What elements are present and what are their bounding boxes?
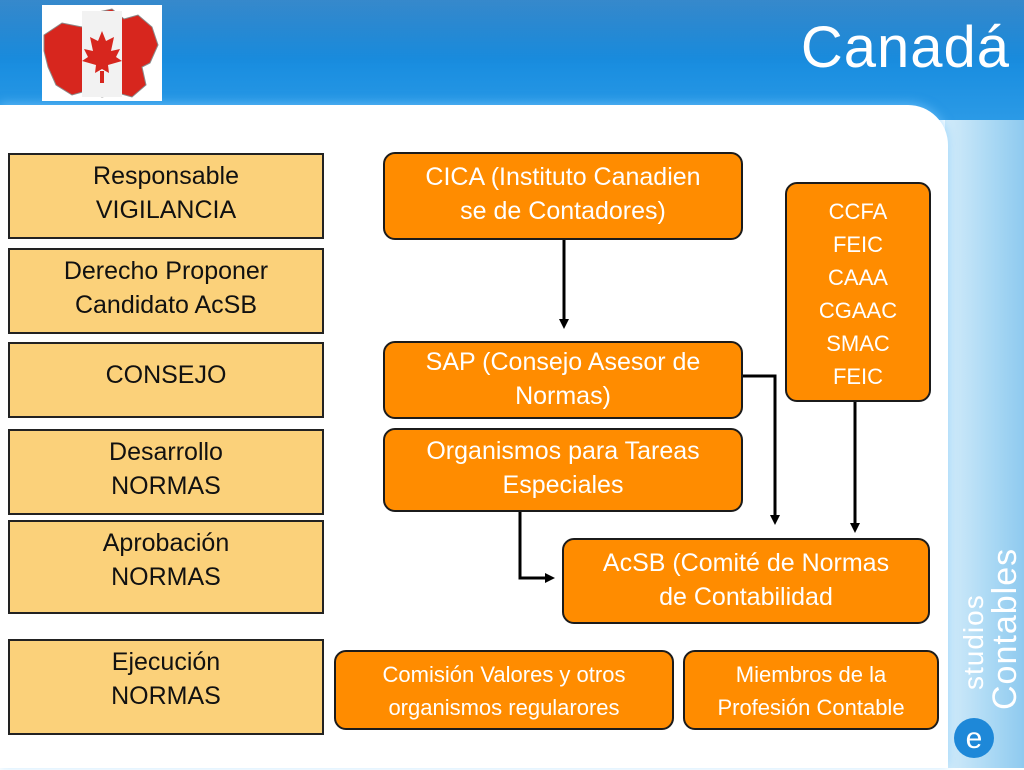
label-line: NORMAS: [111, 682, 221, 710]
org-miembros-profesion: Miembros de la Profesión Contable: [683, 650, 939, 730]
label-consejo: CONSEJO: [8, 342, 324, 418]
brand-e-icon: e: [954, 718, 994, 758]
brand-word-contables: Contables: [986, 547, 1024, 710]
group-item: CCFA: [828, 199, 888, 224]
group-item: FEIC: [832, 232, 884, 257]
org-line: Miembros de la: [735, 662, 887, 687]
flag-image: [42, 5, 162, 101]
group-item: FEIC: [832, 364, 884, 389]
org-line: Especiales: [502, 471, 624, 499]
label-line: CONSEJO: [105, 361, 227, 389]
org-sap: SAP (Consejo Asesor de Normas): [383, 341, 743, 419]
org-line: Normas): [515, 382, 611, 410]
org-line: AcSB (Comité de Normas: [602, 549, 890, 577]
arrow-sap-to-acsb: [743, 374, 780, 525]
label-line: NORMAS: [111, 563, 221, 591]
org-line: de Contabilidad: [659, 583, 833, 611]
group-item: SMAC: [826, 331, 890, 356]
label-line: Derecho Proponer: [63, 257, 269, 285]
label-line: Ejecución: [111, 648, 221, 676]
arrow-tareas-to-acsb: [518, 512, 555, 583]
header-shine: [0, 0, 1024, 60]
org-cica: CICA (Instituto Canadien se de Contadores…: [383, 152, 743, 240]
group-item: CAAA: [828, 265, 888, 290]
label-line: Candidato AcSB: [74, 291, 258, 319]
canada-flag-map-icon: [43, 8, 159, 98]
label-line: Responsable: [93, 162, 239, 190]
org-line: organismos regularores: [388, 695, 620, 720]
org-line: CICA (Instituto Canadien: [425, 163, 701, 191]
org-acsb: AcSB (Comité de Normas de Contabilidad: [562, 538, 930, 624]
org-groups-list: CCFA FEIC CAAA CGAAC SMAC FEIC: [785, 182, 931, 402]
right-rail: [945, 120, 1024, 768]
group-item: CGAAC: [818, 298, 898, 323]
brand-logo: e studios Contables: [952, 547, 1024, 765]
org-comision-valores: Comisión Valores y otros organismos regul…: [334, 650, 674, 730]
label-line: NORMAS: [111, 472, 221, 500]
label-line: Aprobación: [102, 529, 230, 557]
brand-letter: e: [966, 722, 983, 755]
label-line: Desarrollo: [109, 438, 223, 466]
label-line: VIGILANCIA: [95, 196, 237, 224]
org-line: se de Contadores): [460, 197, 666, 225]
org-line: Organismos para Tareas: [426, 437, 700, 465]
slide-title: Canadá: [800, 15, 1010, 80]
org-line: Comisión Valores y otros: [382, 662, 626, 687]
org-line: SAP (Consejo Asesor de: [425, 348, 701, 376]
org-line: Profesión Contable: [717, 695, 905, 720]
header-bar: [0, 0, 1024, 120]
